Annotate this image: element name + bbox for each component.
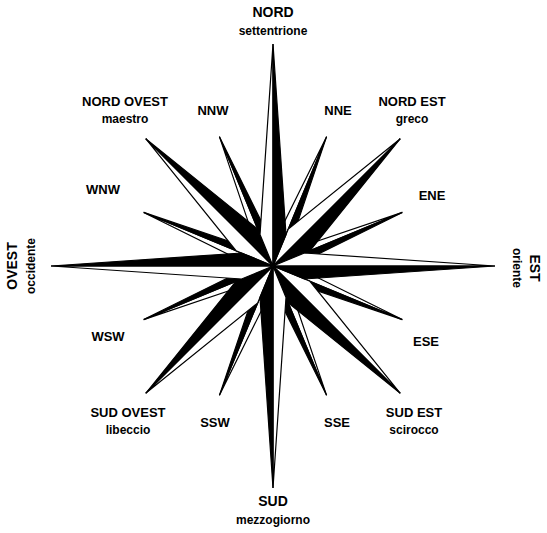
- compass-point: [273, 266, 400, 393]
- direction-name: NORD OVEST: [82, 95, 168, 108]
- direction-name: NNW: [197, 104, 228, 117]
- wind-name: oriente: [511, 248, 523, 288]
- compass-point: [260, 44, 286, 266]
- direction-name: SUD OVEST: [90, 406, 165, 419]
- direction-name: WSW: [91, 330, 124, 343]
- point-dark-half: [273, 266, 495, 279]
- direction-name: WNW: [86, 183, 120, 196]
- point-dark-half: [146, 266, 273, 393]
- direction-name: ESE: [413, 335, 439, 348]
- point-light-half: [273, 266, 400, 393]
- point-light-half: [260, 44, 273, 266]
- direction-name: SUD: [258, 494, 288, 508]
- wind-name: settentrione: [239, 25, 308, 37]
- direction-name: SSE: [324, 416, 350, 429]
- wind-name: libeccio: [106, 424, 151, 436]
- point-dark-half: [146, 139, 273, 266]
- direction-name: EST: [528, 254, 542, 281]
- compass-point: [260, 266, 286, 488]
- point-light-half: [146, 139, 273, 266]
- direction-name: SUD EST: [386, 406, 442, 419]
- wind-name: maestro: [102, 113, 149, 125]
- point-dark-half: [273, 44, 286, 266]
- compass-point: [146, 139, 273, 266]
- point-light-half: [273, 253, 495, 266]
- point-dark-half: [273, 266, 400, 393]
- point-dark-half: [260, 266, 273, 488]
- wind-name: scirocco: [389, 424, 438, 436]
- direction-name: ENE: [419, 189, 446, 202]
- direction-name: NORD: [252, 5, 293, 19]
- compass-point: [146, 266, 273, 393]
- wind-name: mezzogiorno: [236, 514, 310, 526]
- point-dark-half: [51, 253, 273, 266]
- wind-name: occidente: [25, 238, 37, 294]
- compass-point: [273, 139, 400, 266]
- direction-name: NNE: [324, 104, 351, 117]
- point-dark-half: [273, 139, 400, 266]
- direction-name: SSW: [200, 416, 230, 429]
- wind-name: greco: [396, 113, 429, 125]
- point-light-half: [146, 266, 273, 393]
- point-light-half: [273, 139, 400, 266]
- direction-name: OVEST: [5, 242, 19, 289]
- compass-point: [51, 253, 273, 279]
- compass-point: [273, 253, 495, 279]
- direction-name: NORD EST: [378, 95, 445, 108]
- point-light-half: [273, 266, 286, 488]
- point-light-half: [51, 266, 273, 279]
